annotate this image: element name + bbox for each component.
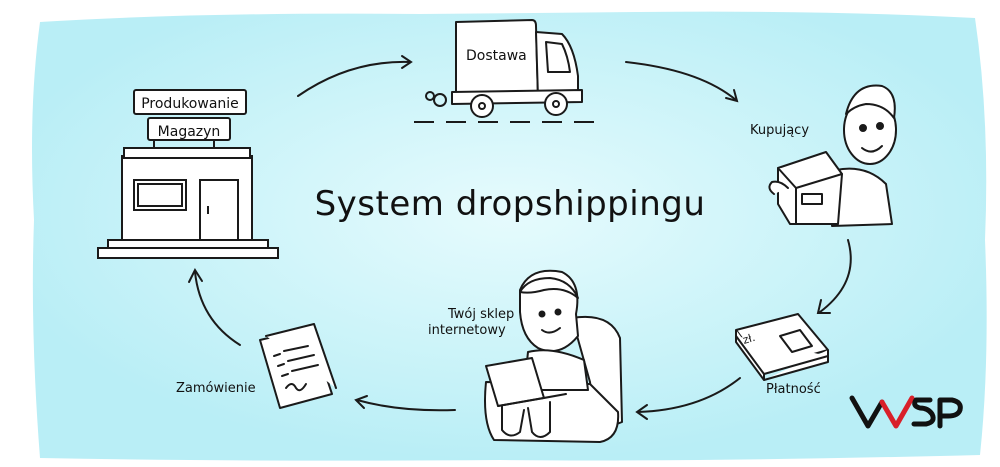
arrow-delivery-to-buyer <box>625 61 737 101</box>
person-with-laptop-icon <box>484 269 623 443</box>
shop-label-line1: Twój sklep <box>448 307 515 322</box>
buyer-with-box-icon <box>768 84 897 227</box>
buyer-label: Kupujący <box>750 123 810 138</box>
diagram-title: System dropshippingu <box>314 184 706 224</box>
arrow-buyer-to-payment <box>819 239 852 313</box>
producer-sign-top: Produkowanie <box>141 96 239 112</box>
order-document-icon <box>259 323 337 409</box>
payment-money-label: zł. <box>741 331 757 347</box>
shop-building-icon <box>97 89 279 259</box>
arrow-shop-to-order <box>356 399 456 412</box>
payment-label: Płatność <box>766 382 821 397</box>
wsp-logo-icon <box>849 395 963 429</box>
arrow-order-to-producer <box>194 271 241 346</box>
delivery-truck-icon <box>414 19 594 123</box>
money-stack-icon: zł. <box>735 313 829 381</box>
producer-sign-bottom: Magazyn <box>157 124 221 140</box>
arrow-payment-to-shop <box>637 377 741 413</box>
shop-label-line2: internetowy <box>428 323 506 338</box>
arrow-shop-to-delivery <box>297 60 411 97</box>
delivery-label: Dostawa <box>466 48 527 64</box>
order-label: Zamówienie <box>176 381 256 396</box>
